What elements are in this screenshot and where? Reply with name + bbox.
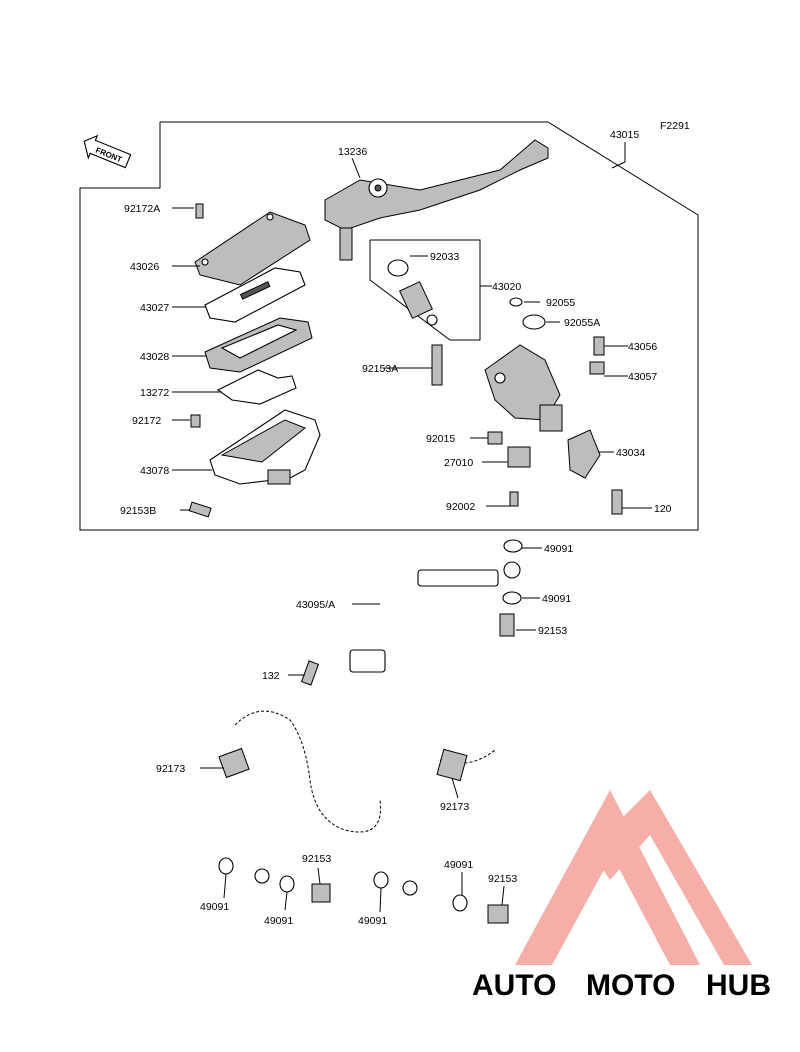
label-43028: 43028 <box>140 351 169 363</box>
banjo-right <box>402 880 418 896</box>
label-92173-right: 92173 <box>440 801 469 813</box>
bolt-92153-br <box>487 904 509 924</box>
screw-92002 <box>509 491 519 507</box>
clamp-43034 <box>567 429 601 479</box>
clamp-92173-right <box>436 748 468 782</box>
label-92153B: 92153B <box>120 505 156 517</box>
washer-49091-bl <box>218 857 234 875</box>
screw-92172 <box>190 414 201 428</box>
cap-43057 <box>589 361 605 375</box>
clamp-92173-left <box>218 747 250 779</box>
label-49091-bl2: 49091 <box>264 915 293 927</box>
label-43057: 43057 <box>628 371 657 383</box>
label-49091-mid: 49091 <box>542 593 571 605</box>
label-92153-top: 92153 <box>538 625 567 637</box>
bolt-92153-top <box>499 613 515 637</box>
bolt-120 <box>611 489 623 515</box>
reservoir-cap-43026 <box>194 211 311 286</box>
label-92172A: 92172A <box>124 203 160 215</box>
piston-assembly-92033 <box>369 239 481 341</box>
label-43020: 43020 <box>492 281 521 293</box>
brake-lever <box>324 139 549 261</box>
washer-49091-br2 <box>452 894 468 912</box>
oring-92055A <box>522 314 546 330</box>
washer-49091-top <box>503 539 523 553</box>
label-92002: 92002 <box>446 501 475 513</box>
label-13236: 13236 <box>338 146 367 158</box>
label-92015: 92015 <box>426 433 455 445</box>
label-43026: 43026 <box>130 261 159 273</box>
label-43034: 43034 <box>616 447 645 459</box>
label-132: 132 <box>262 670 280 682</box>
leader-lines <box>172 142 652 913</box>
label-13272: 13272 <box>140 387 169 399</box>
bleeder-43056 <box>593 336 605 356</box>
label-43078: 43078 <box>140 465 169 477</box>
label-49091-br: 49091 <box>358 915 387 927</box>
label-43095A: 43095/A <box>296 599 335 611</box>
label-92033: 92033 <box>430 251 459 263</box>
label-120: 120 <box>654 503 672 515</box>
washer-49091-br <box>373 871 389 889</box>
bolt-92153-bl <box>311 883 331 903</box>
front-arrow-icon: FRONT <box>83 134 132 169</box>
label-92172: 92172 <box>132 415 161 427</box>
label-43056: 43056 <box>628 341 657 353</box>
label-49091-bl: 49091 <box>200 901 229 913</box>
master-cylinder-body <box>484 344 563 432</box>
plate-13272 <box>216 369 297 405</box>
label-49091-top: 49091 <box>544 543 573 555</box>
nut-92015 <box>487 431 503 445</box>
label-92173-left: 92173 <box>156 763 185 775</box>
label-92153-br: 92153 <box>488 873 517 885</box>
brake-hose-43095 <box>237 561 521 873</box>
label-92055: 92055 <box>546 297 575 309</box>
part-labels: 43015 13236 92172A 43026 92033 43020 430… <box>120 129 672 927</box>
figure-code: F2291 <box>660 120 690 132</box>
bolt-92153A <box>431 344 443 386</box>
brand-part3: HUB <box>706 969 771 1002</box>
diaphragm-43028 <box>204 317 313 373</box>
label-49091-br2: 49091 <box>444 859 473 871</box>
washer-49091-mid <box>502 591 522 605</box>
bolt-132 <box>300 660 320 686</box>
label-92153A: 92153A <box>362 363 398 375</box>
oring-92055 <box>509 297 523 307</box>
label-92055A: 92055A <box>564 317 600 329</box>
label-27010: 27010 <box>444 457 473 469</box>
washer-49091-bl2 <box>279 875 295 893</box>
dashed-routing-left <box>234 710 382 833</box>
screw-92172A <box>195 203 204 219</box>
diaphragm-plate-43027 <box>204 267 306 323</box>
label-43015: 43015 <box>610 129 639 141</box>
bolt-92153B <box>188 501 212 518</box>
reservoir-body-43078 <box>209 409 321 485</box>
label-92153-bl: 92153 <box>302 853 331 865</box>
switch-27010 <box>507 446 531 468</box>
brand-wordmark: AUTO MOTO HUB <box>472 969 771 1002</box>
brand-part1: AUTO <box>472 969 556 1002</box>
brand-logo-mark <box>515 790 752 965</box>
label-43027: 43027 <box>140 302 169 314</box>
banjo-left <box>254 868 270 884</box>
brand-part2: MOTO <box>586 969 675 1002</box>
upper-frame <box>79 121 699 531</box>
